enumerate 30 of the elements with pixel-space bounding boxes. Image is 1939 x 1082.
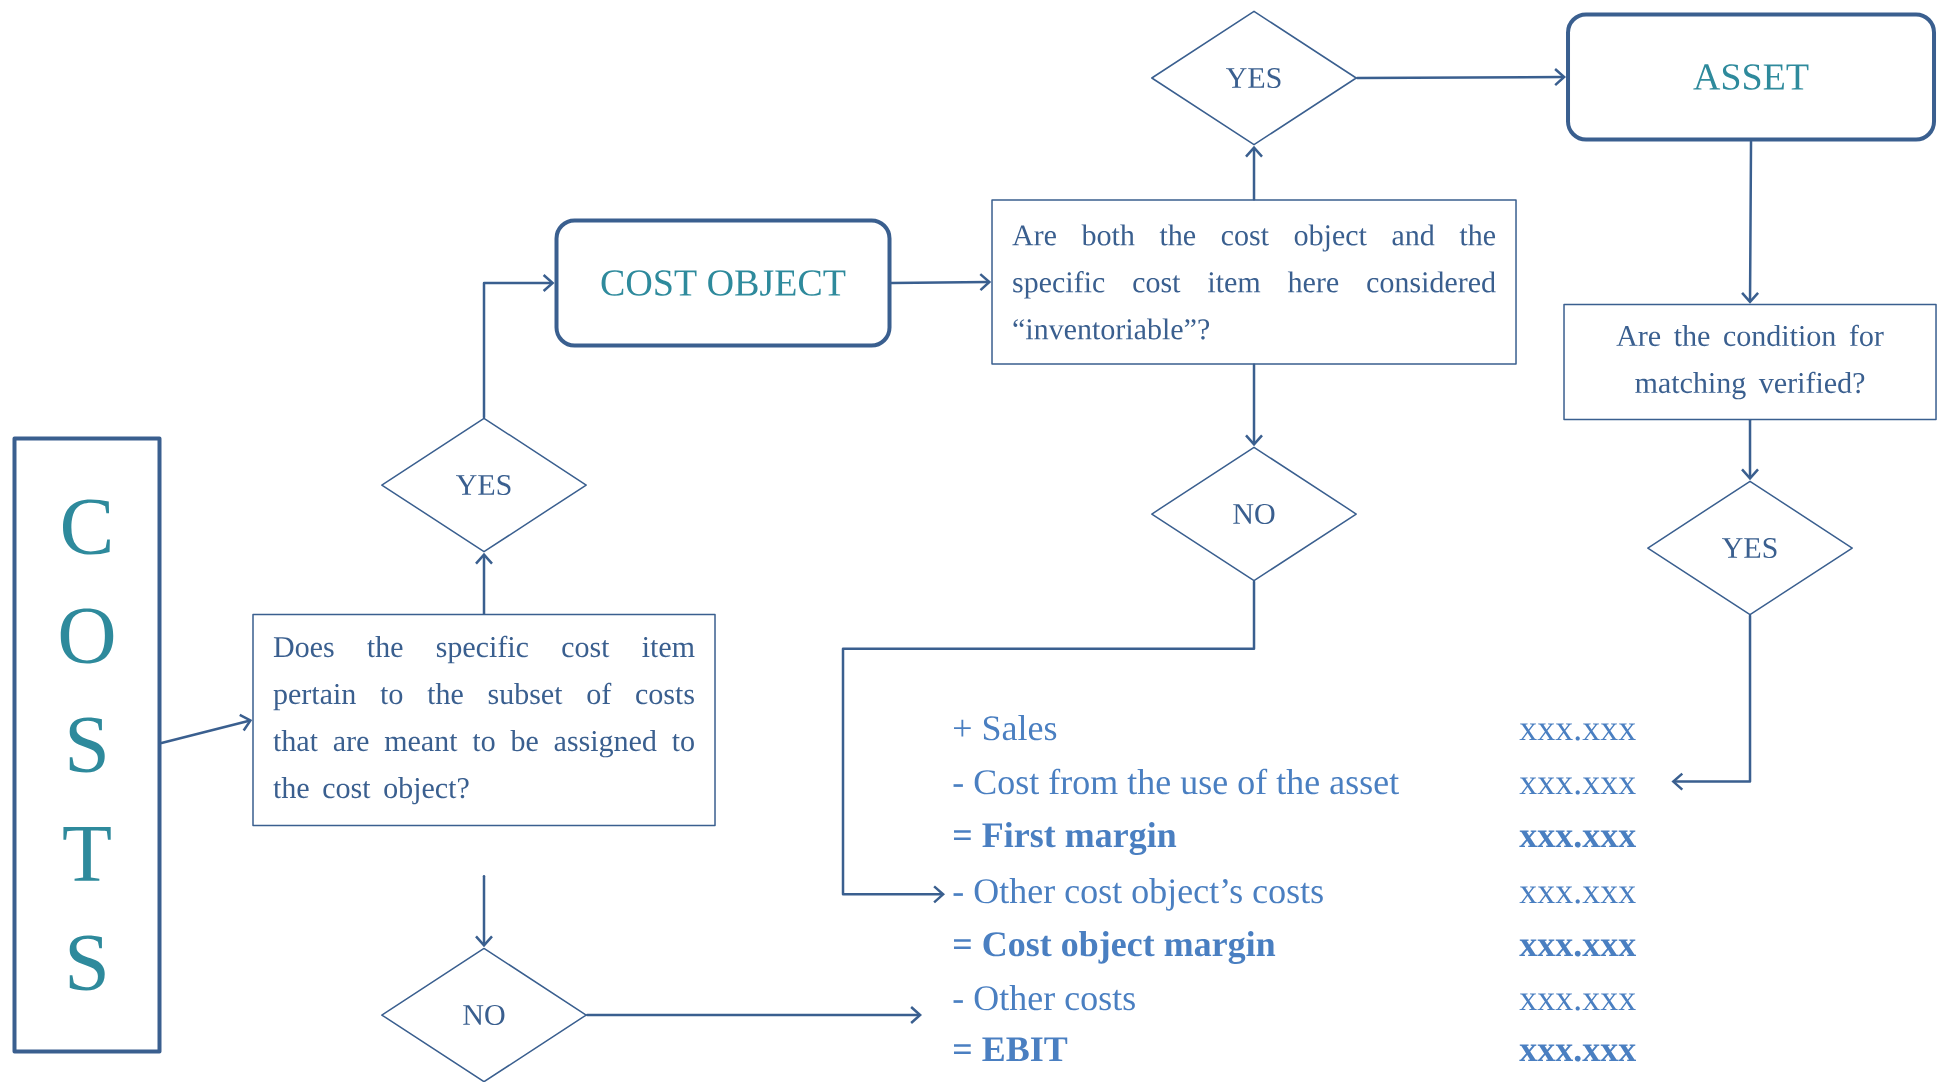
rounded-box: COST OBJECT (554, 218, 892, 348)
arrow (890, 273, 992, 292)
arrow (482, 274, 555, 419)
statement-text: xxx.xxx (1519, 830, 1636, 848)
arrow (841, 580, 1256, 904)
statement-row: - Cost from the use of the asset xxx.xxx (953, 768, 1636, 795)
statement-text: xxx.xxx (1519, 939, 1636, 957)
arrow (1356, 68, 1567, 86)
statement-text: = EBIT (954, 1037, 1068, 1062)
arrow (475, 875, 493, 948)
arrow (1671, 614, 1752, 791)
question-box: Does the specific cost item pertain to the subset of costs that are meant to be assigned to the cost object? (252, 613, 716, 827)
statement-row: - Other costs xxx.xxx (953, 985, 1636, 1011)
rounded-box: ASSET (1566, 12, 1936, 142)
arrow (1245, 363, 1263, 447)
statement-text: + Sales (954, 715, 1057, 741)
statement-text: xxx.xxx (1519, 1044, 1636, 1062)
arrow (160, 713, 253, 745)
costs-box: C O S T S (12, 436, 162, 1054)
statement-text: xxx.xxx (1519, 723, 1636, 741)
statement-row: - Other cost object’s costs xxx.xxx (953, 878, 1636, 911)
statement-text: = Cost object margin (954, 931, 1276, 964)
question-box: Are the condition for matching verified? (1563, 303, 1937, 421)
question-box: Are both the cost object and the specific cost item here considered “inventoriable”? (991, 199, 1517, 365)
arrow (1741, 419, 1759, 481)
arrow (475, 552, 493, 615)
statement-text: = First margin (954, 822, 1177, 855)
arrow (1741, 140, 1759, 304)
arrow (586, 1006, 922, 1024)
arrow (1245, 145, 1263, 201)
